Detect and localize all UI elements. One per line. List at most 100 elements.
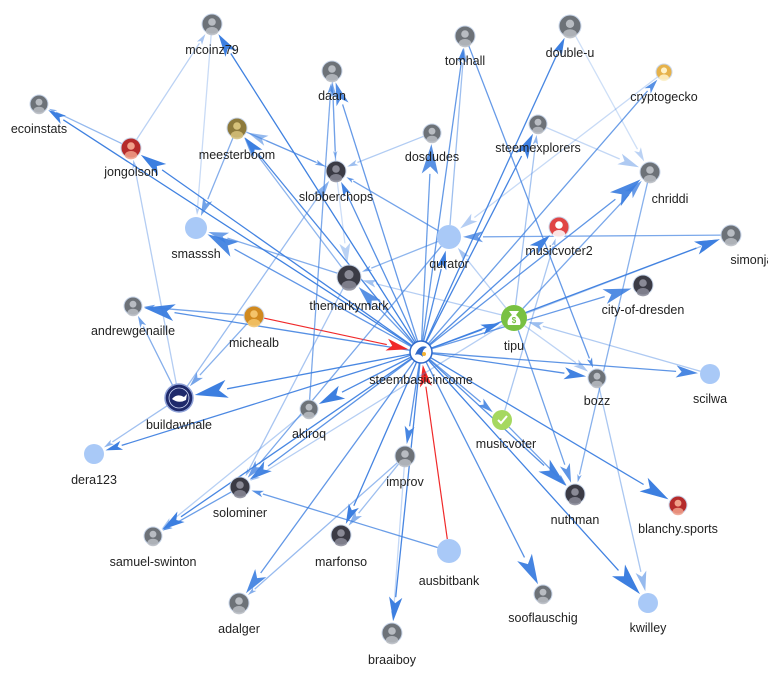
node-dera123[interactable]: dera123 [71, 444, 117, 487]
edge-steembasicincome-to-slobberchops [341, 181, 417, 343]
node-label: meesterboom [199, 148, 275, 162]
money-bag-symbol: $ [512, 316, 517, 325]
node-double-u[interactable]: double-u [546, 14, 595, 60]
avatar-body [334, 538, 348, 547]
node-label: samuel-swinton [110, 555, 197, 569]
edge-steembasicincome-to-blanchy.sports [430, 357, 669, 500]
node-label: mcoinz79 [185, 43, 239, 57]
node-musicvoter2[interactable]: musicvoter2 [525, 216, 593, 258]
edge-qurator-to-solominer [247, 245, 442, 478]
node-label: daan [318, 89, 346, 103]
avatar-head [332, 165, 340, 173]
edge-jongolson-to-ecoinstats [48, 108, 123, 145]
node-tipu[interactable]: $tipu [501, 305, 527, 353]
edge-arrowhead [563, 367, 587, 380]
edge-steembasicincome-to-smasssh [207, 234, 412, 348]
edge-arrowhead [389, 596, 403, 622]
node-andrewgenaille[interactable]: andrewgenaille [91, 296, 175, 338]
node-scilwa[interactable]: scilwa [693, 364, 727, 406]
node-label: solominer [213, 506, 267, 520]
node-label: michealb [229, 336, 279, 350]
edge-steembasicincome-to-braaiboy [389, 362, 421, 622]
avatar-head [565, 19, 575, 28]
node-akiroq[interactable]: akiroq [292, 399, 326, 441]
node-steemexplorers[interactable]: steemexplorers [495, 114, 581, 155]
node-simonjay[interactable]: simonjay [720, 224, 768, 267]
edge-steembasicincome-to-dera123 [105, 354, 411, 451]
node-blanchy.sports[interactable]: blanchy.sports [638, 495, 718, 536]
node-samuel-swinton[interactable]: samuel-swinton [110, 526, 197, 569]
edge-bozz-to-kwilley [598, 386, 647, 592]
edge-steembasicincome-to-solominer [249, 358, 413, 480]
edge-arrowhead [245, 468, 252, 477]
edge-arrowhead [341, 181, 352, 198]
node-nuthman[interactable]: nuthman [551, 483, 600, 527]
edge-cryptogecko-to-qurator [460, 76, 659, 229]
node-label: andrewgenaille [91, 324, 175, 338]
avatar-body [672, 507, 684, 516]
edge-tomhall-to-bozz [467, 45, 593, 368]
edge-arrowhead [460, 213, 478, 229]
node-daan[interactable]: daan [318, 60, 346, 103]
edge-arrowhead [610, 179, 641, 207]
edge-arrowhead [248, 587, 257, 595]
node-marfonso[interactable]: marfonso [315, 524, 367, 569]
node-slobberchops[interactable]: slobberchops [299, 160, 373, 204]
edge-arrowhead [528, 322, 544, 331]
node-ecoinstats[interactable]: ecoinstats [11, 94, 67, 136]
avatar-head [401, 450, 409, 458]
avatar-head [328, 65, 336, 73]
node-kwilley[interactable]: kwilley [630, 593, 668, 635]
avatar-body [563, 29, 577, 39]
node-ausbitbank[interactable]: ausbitbank [419, 539, 480, 588]
node-braaiboy[interactable]: braaiboy [368, 622, 417, 667]
edge-arrowhead [196, 34, 206, 45]
node-themarkymark[interactable]: themarkymark [309, 264, 389, 313]
check-avatar-icon [492, 410, 512, 430]
node-tomhall[interactable]: tomhall [445, 25, 485, 68]
edge-arrowhead [335, 82, 349, 107]
node-buildawhale[interactable]: buildawhale [146, 383, 212, 432]
node-adalger[interactable]: adalger [218, 592, 260, 636]
node-improv[interactable]: improv [386, 445, 424, 489]
edge-arrowhead [529, 235, 551, 255]
edge-mcoinz79-to-smasssh [195, 33, 212, 215]
node-meesterboom[interactable]: meesterboom [199, 117, 275, 162]
node-mcoinz79[interactable]: mcoinz79 [185, 13, 239, 57]
node-steembasicincome[interactable]: steembasicincome [369, 340, 473, 387]
node-sooflauschig[interactable]: sooflauschig [508, 584, 578, 625]
node-qurator[interactable]: qurator [429, 225, 469, 271]
node-city-of-dresden[interactable]: city-of-dresden [602, 274, 685, 317]
edge-tipu-to-steemexplorers [514, 134, 539, 306]
node-solominer[interactable]: solominer [213, 476, 267, 520]
node-jongolson[interactable]: jongolson [103, 137, 158, 179]
node-dosdudes[interactable]: dosdudes [405, 123, 459, 164]
edge-arrowhead [617, 153, 639, 168]
edge-arrowhead [345, 503, 359, 524]
edge-tipu-to-bozz [524, 325, 589, 372]
node-chriddi[interactable]: chriddi [639, 161, 689, 206]
node-musicvoter[interactable]: musicvoter [476, 410, 536, 451]
edge-buildawhale-to-slobberchops [186, 180, 330, 387]
node-label: chriddi [652, 192, 689, 206]
edge-arrowhead [218, 34, 237, 57]
avatar-body [591, 380, 603, 389]
node-label: musicvoter2 [525, 244, 592, 258]
edge-steembasicincome-to-samuel-swinton [162, 357, 413, 530]
node-cryptogecko[interactable]: cryptogecko [630, 63, 698, 104]
node-bozz[interactable]: bozz [584, 368, 610, 408]
node-label: buildawhale [146, 418, 212, 432]
avatar-body [247, 319, 261, 328]
node-label: steembasicincome [369, 373, 473, 387]
avatar-head [344, 270, 354, 280]
edge-michealb-to-buildawhale [189, 322, 248, 387]
node-label: slobberchops [299, 190, 373, 204]
node-michealb[interactable]: michealb [229, 305, 279, 350]
edge-buildawhale-to-jongolson [132, 159, 178, 385]
nodes-layer: mcoinz79 tomhall double-u cryptogecko daan ec… [11, 13, 768, 667]
node-smasssh[interactable]: smasssh [171, 217, 221, 261]
avatar-body [636, 288, 650, 297]
avatar-body [124, 151, 138, 160]
avatar-body [552, 230, 566, 239]
